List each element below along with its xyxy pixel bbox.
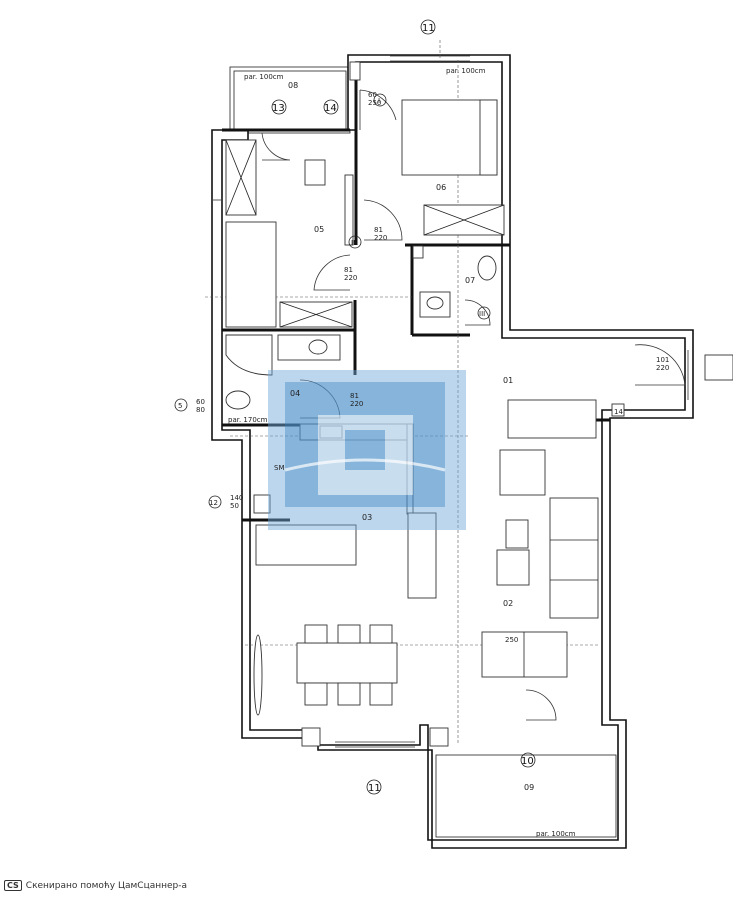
dim-top-window: par. 100cm [446,67,486,75]
room-label-09: 09 [524,783,534,792]
door-marker-iii: III [477,306,491,320]
scanner-footer: CS Скенирано помоћу ЦамСцаннер-а [4,880,187,891]
room-label-07: 07 [465,276,475,285]
dim-par-170: par. 170cm [228,416,268,424]
svg-text:5: 5 [178,402,182,410]
label-sm: SM [274,464,284,472]
marker-13: 13 [271,99,287,115]
kitchen-island [407,512,437,599]
sofa-bottom [481,631,568,678]
marker-10: 10 [520,752,536,768]
toilet-04 [225,390,251,410]
dim-250: 250 [505,636,518,644]
tv-unit [507,399,597,439]
svg-text:11: 11 [368,783,381,794]
room-label-01: 01 [503,376,513,385]
svg-text:III: III [479,310,485,318]
svg-text:14: 14 [324,103,337,114]
windows [213,55,689,748]
bed-single [225,221,277,328]
dining-table [296,642,398,684]
dim-balcony-top: par. 100cm [244,73,284,81]
svg-text:13: 13 [272,103,285,114]
shower [225,334,273,376]
toilet-07 [477,255,497,281]
interior-walls [222,78,610,522]
marker-14b: 14 [614,408,623,416]
scanner-footer-text: Скенирано помоћу ЦамСцаннер-а [25,880,187,891]
room-label-03: 03 [362,513,372,522]
marker-14: 14 [323,99,339,115]
axis-marker-bottom: 11 [366,779,382,795]
svg-text:10: 10 [521,756,534,767]
svg-text:I: I [378,97,380,105]
door-marker-ii: II [348,235,362,249]
room-label-06: 06 [436,183,446,192]
svg-text:11: 11 [422,23,435,34]
sofa-right [549,497,599,619]
camscanner-badge: CS [4,880,22,891]
armchair [499,449,546,496]
room-label-08: 08 [288,81,298,90]
outer-walls [211,54,694,849]
door-marker-i: I [373,93,387,107]
svg-text:12: 12 [209,499,218,507]
axis-marker-top: 11 [420,19,436,35]
room-label-02: 02 [503,599,513,608]
marker-5: 5 [174,398,188,412]
room-label-04: 04 [290,389,300,398]
marker-12: 12 [208,495,222,509]
watermark [268,370,466,530]
svg-text:II: II [351,239,355,247]
doors [261,89,686,721]
room-label-05: 05 [314,225,324,234]
dim-par-bottom: par. 100cm [536,830,576,838]
